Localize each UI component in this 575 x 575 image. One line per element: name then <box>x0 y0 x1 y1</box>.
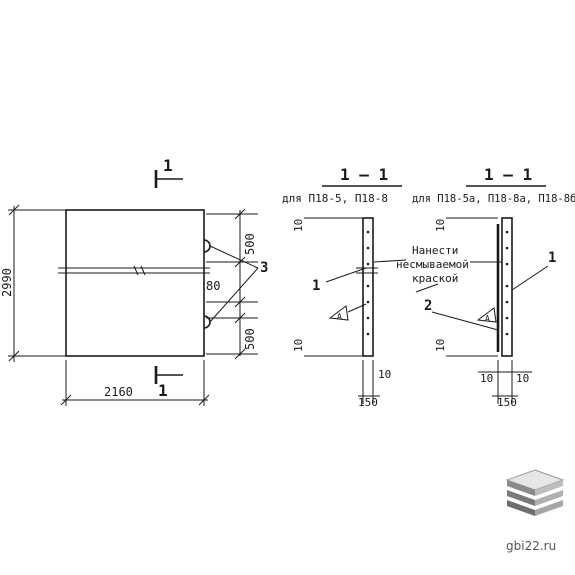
section-b: 1 — 1 для П18-5а, П18-8а, П18-8б 10 10 1… <box>412 165 575 409</box>
note-block: Нанести несмываемой краской <box>373 244 502 293</box>
dim-bottom-gap-text: 500 <box>243 328 257 350</box>
section-a-callout-label: 1 <box>312 278 320 294</box>
section-a-marker-label: А <box>337 312 342 321</box>
callout-3-leader-top <box>209 245 259 269</box>
section-b-callout-1-label: 1 <box>548 250 556 266</box>
section-b-callout-2-leader <box>431 311 499 331</box>
panel-outline <box>65 209 205 357</box>
layered-slabs-logo <box>505 469 565 516</box>
section-a-callout-leader <box>325 267 367 283</box>
section-a-slab <box>362 217 374 357</box>
section-b-callout-1-leader <box>511 265 549 291</box>
section-a-subtitle: для П18-5, П18-8 <box>282 192 388 205</box>
dim-width-text: 2160 <box>104 385 133 399</box>
break-mark <box>133 265 146 276</box>
note-leader-left <box>373 259 407 263</box>
callout-3-leader-bottom <box>209 267 259 323</box>
section-a: 1 — 1 для П18-5, П18-8 10 10 10 150 1 А <box>282 165 402 409</box>
section-b-title: 1 — 1 <box>484 165 532 184</box>
section-b-subtitle: для П18-5а, П18-8а, П18-8б <box>412 193 575 205</box>
section-a-dim-right: 10 <box>378 368 391 381</box>
section-b-marker-triangle <box>476 307 497 323</box>
section-b-hatching <box>505 230 509 336</box>
note-leader-bottom <box>415 283 439 293</box>
lifting-loop-top <box>203 239 211 253</box>
section-b-slab <box>501 217 513 357</box>
section-b-marker-label: А <box>485 314 490 323</box>
section-b-dim-width: 150 <box>497 396 517 409</box>
section-b-dim-right: 10 <box>516 372 529 385</box>
section-a-title: 1 — 1 <box>340 165 388 184</box>
note-line-1: Нанести <box>412 244 458 257</box>
section-b-dim-bottom: 10 <box>434 339 447 352</box>
section-a-dim-bottom: 10 <box>292 339 305 352</box>
plan-view: 1 1 2990 2160 500 80 500 <box>0 156 268 406</box>
dim-top-gap-text: 500 <box>243 233 257 255</box>
dim-mid-gap-text: 80 <box>206 279 220 293</box>
note-line-2: несмываемой <box>396 258 469 271</box>
section-mark-bottom-label: 1 <box>158 381 168 400</box>
section-a-dim-width: 150 <box>358 396 378 409</box>
note-line-3: краской <box>412 272 458 285</box>
dim-height-text: 2990 <box>0 268 14 297</box>
section-b-dim-left: 10 <box>480 372 493 385</box>
site-url[interactable]: gbi22.ru <box>506 539 557 553</box>
section-a-dim-top: 10 <box>292 219 305 232</box>
section-a-hatching <box>366 230 370 336</box>
section-mark-top-label: 1 <box>163 156 173 175</box>
section-b-callout-2-label: 2 <box>424 298 432 314</box>
callout-3-label: 3 <box>260 260 268 276</box>
section-a-marker-triangle <box>328 305 349 321</box>
section-b-dim-top: 10 <box>434 219 447 232</box>
